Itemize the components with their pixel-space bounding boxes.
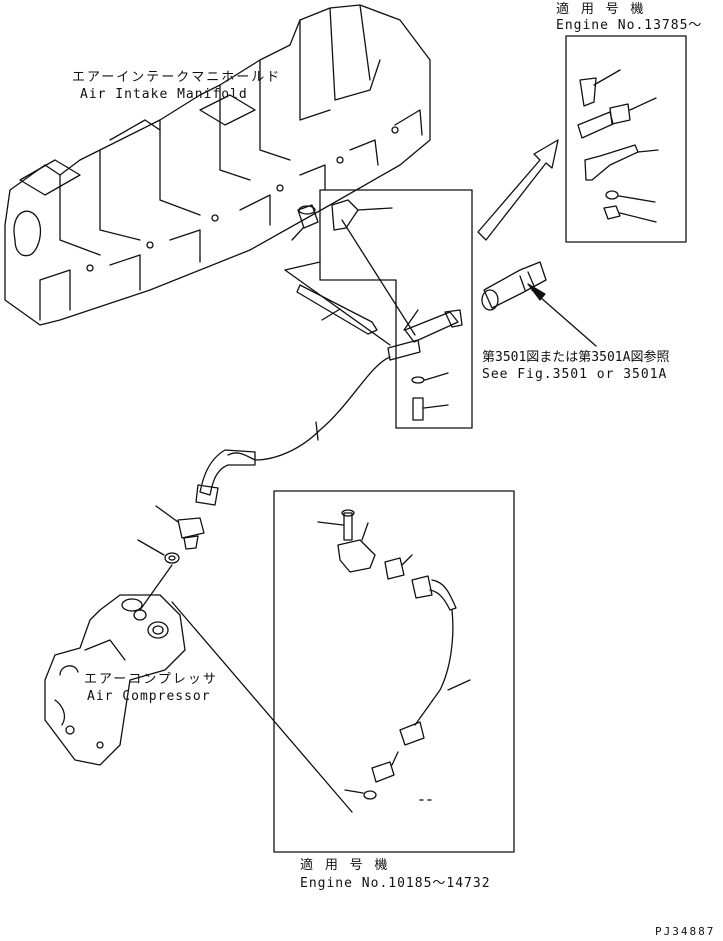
drawing-number: PJ34887 <box>655 925 716 938</box>
compressor-label-jp: エアーコンプレッサ <box>84 672 218 687</box>
upper-applicability-label-jp: 適 用 号 機 <box>556 2 646 17</box>
manifold-label-en: Air Intake Manifold <box>80 87 248 102</box>
reference-label-jp: 第3501図または第3501A図参照 <box>482 350 670 365</box>
air-compressor-icon <box>44 594 353 813</box>
compressor-fitting-icon <box>137 505 205 611</box>
hose-end-fitting-icon <box>481 261 597 347</box>
lower-applicability-label-en: Engine No.10185～14732 <box>300 876 491 891</box>
manifold-label-jp: エアーインテークマニホールド <box>72 70 282 85</box>
lower-applicability-label-jp: 適 用 号 機 <box>300 858 390 873</box>
arrow-to-upper-right-icon <box>477 139 559 241</box>
upper-detail-box <box>227 189 473 461</box>
manifold-connector-icon <box>291 204 319 241</box>
reference-label-en: See Fig.3501 or 3501A <box>482 367 668 382</box>
upper-right-detail-box <box>565 35 687 243</box>
lower-detail-box <box>273 490 515 853</box>
compressor-label-en: Air Compressor <box>87 689 211 704</box>
hose-elbow-icon <box>195 449 256 506</box>
upper-applicability-label-en: Engine No.13785～ <box>556 18 703 33</box>
air-intake-manifold-icon <box>4 4 431 326</box>
